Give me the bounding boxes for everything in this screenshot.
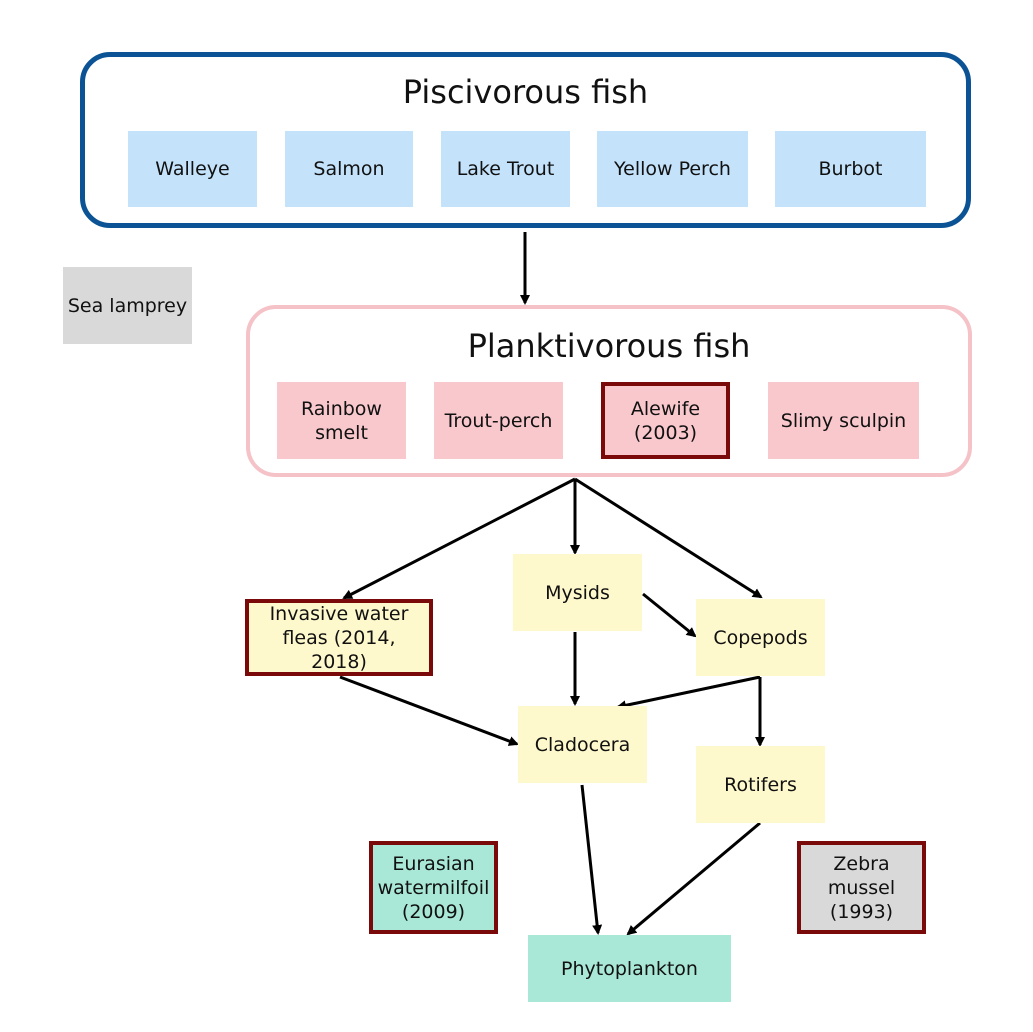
piscivorous-fish-title: Piscivorous fish [402,73,649,111]
arrow-copepods-to-cladocera [616,675,761,711]
node-rainbow-smelt: Rainbow smelt [277,382,406,459]
node-zebra-mussel: Zebra mussel (1993) [797,841,926,934]
node-copepods: Copepods [696,599,825,676]
node-phytoplankton: Phytoplankton [528,935,731,1002]
node-yellow-perch: Yellow Perch [597,131,748,207]
node-alewife: Alewife (2003) [601,382,730,459]
node-walleye: Walleye [128,131,257,207]
node-sea-lamprey: Sea lamprey [63,267,192,344]
node-invasive-water-fleas: Invasive water fleas (2014, 2018) [245,599,433,676]
node-lake-trout: Lake Trout [441,131,570,207]
node-salmon: Salmon [285,131,413,207]
node-slimy-sculpin: Slimy sculpin [768,382,919,459]
planktivorous-fish-title: Planktivorous fish [467,327,751,365]
arrow-rotifers-to-phytoplankton [626,821,761,936]
node-burbot: Burbot [775,131,926,207]
node-eurasian-watermilfoil: Eurasian watermilfoil (2009) [369,841,498,934]
arrow-cladocera-to-phytoplankton [580,784,603,935]
node-rotifers: Rotifers [696,746,825,823]
node-trout-perch: Trout-perch [434,382,563,459]
node-cladocera: Cladocera [518,706,647,783]
arrow-mysids-to-copepods [642,592,697,638]
arrow-invasive-water-fleas-to-cladocera [339,675,519,746]
node-mysids: Mysids [513,554,642,631]
